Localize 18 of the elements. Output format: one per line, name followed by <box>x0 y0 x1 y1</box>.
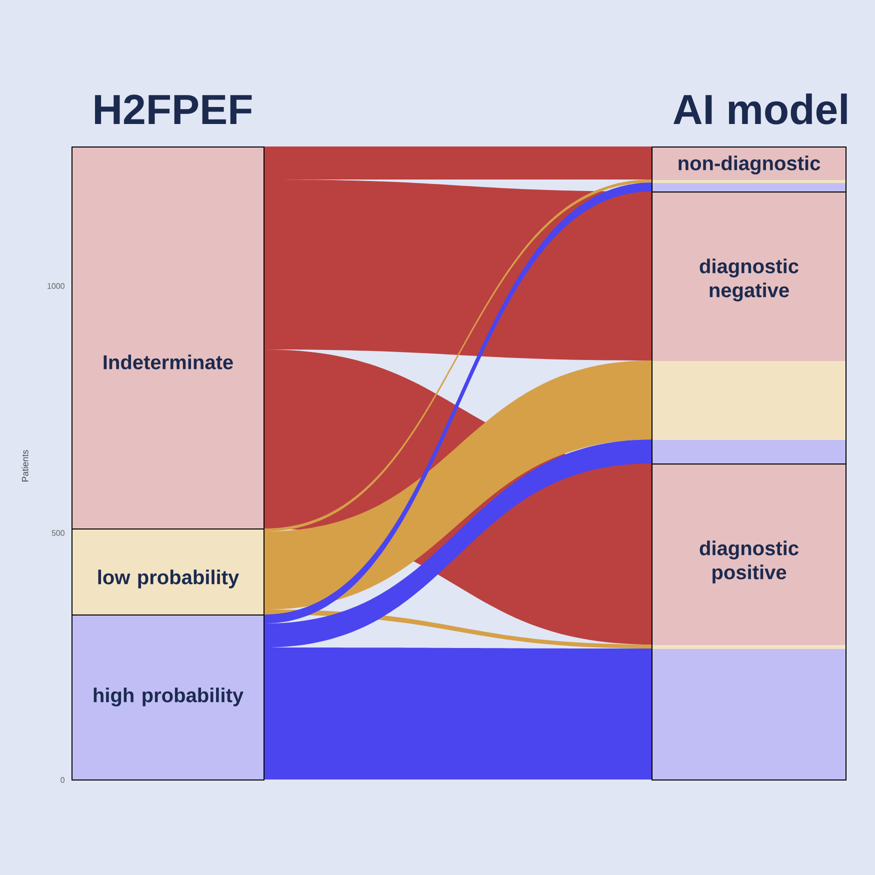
flow-ribbon <box>264 180 652 360</box>
flow-ribbon <box>264 180 652 532</box>
category-box: Indeterminate <box>72 146 264 530</box>
tick-label: 500 <box>52 530 64 536</box>
category-box: non-diagnostic <box>652 146 847 192</box>
column-heading: AI model <box>674 94 847 124</box>
flow-ribbon <box>264 648 652 780</box>
category-box: low probability <box>72 528 264 616</box>
tick-label: 1000 <box>48 283 64 289</box>
category-box: diagnostic negative <box>652 192 847 464</box>
tick-label: 0 <box>60 777 64 783</box>
flow-ribbon <box>264 440 652 648</box>
axis-title: Patients <box>22 450 28 482</box>
flow-ribbon <box>264 146 652 180</box>
category-box: diagnostic positive <box>652 464 847 780</box>
category-box: high probability <box>72 614 264 780</box>
flow-ribbon <box>264 360 652 610</box>
flow-ribbon <box>264 182 652 624</box>
